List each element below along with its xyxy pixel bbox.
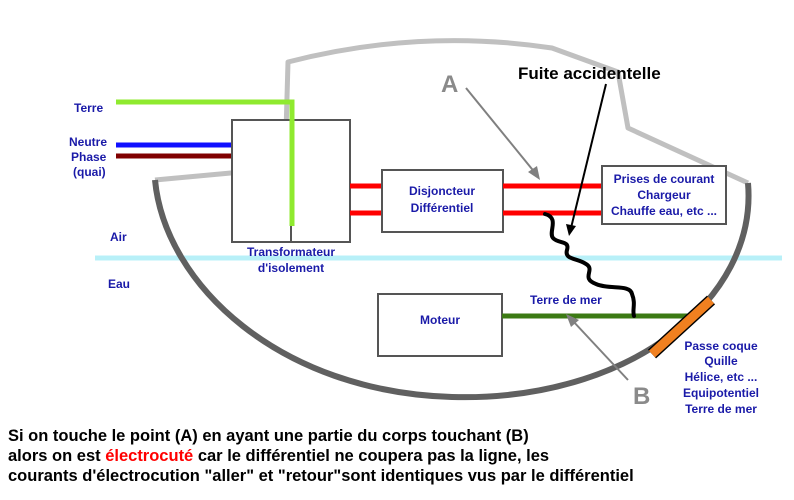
label-disj-2: Différentiel [411, 201, 474, 215]
label-eau: Eau [108, 277, 130, 291]
label-passe-4: Equipotentiel [683, 386, 759, 400]
caption-line-2-end: car le différentiel ne coupera pas la li… [193, 447, 550, 465]
caption-line-2: alors on est électrocuté car le différen… [8, 446, 788, 466]
arrow-fuite [566, 83, 607, 236]
boat-deck-outline [154, 38, 750, 186]
label-passe-3: Hélice, etc ... [685, 370, 758, 384]
label-phase: Phase [71, 150, 107, 164]
caption-line-3: courants d'électrocution "aller" et "ret… [8, 467, 634, 485]
caption-line-1: Si on touche le point (A) en ayant une p… [8, 427, 529, 445]
label-passe-5: Terre de mer [685, 402, 757, 416]
prises-box [601, 165, 727, 225]
label-prises-3: Chauffe eau, etc ... [611, 204, 717, 218]
disjoncteur-box [381, 169, 504, 233]
label-prises-2: Chargeur [637, 188, 691, 202]
label-fuite: Fuite accidentelle [518, 64, 661, 83]
caption-highlight-electrocute: électrocuté [105, 447, 194, 465]
label-terre: Terre [74, 101, 103, 115]
explanation-caption: Si on touche le point (A) en ayant une p… [8, 426, 788, 486]
label-terre-de-mer: Terre de mer [530, 293, 602, 307]
label-disj-1: Disjoncteur [409, 184, 475, 198]
label-quai: (quai) [73, 165, 106, 179]
passe-coque-bar-fill [648, 296, 715, 358]
label-air: Air [110, 230, 127, 244]
label-neutre: Neutre [69, 135, 107, 149]
moteur-box [377, 293, 503, 357]
caption-line-2-start: alors on est [8, 447, 106, 465]
boat-hull [152, 179, 752, 401]
label-prises-1: Prises de courant [614, 172, 715, 186]
label-passe-2: Quille [704, 354, 738, 368]
terre-wire-inner [232, 99, 295, 226]
arrow-a [465, 87, 540, 180]
label-point-b: B [633, 383, 650, 410]
label-passe-1: Passe coque [684, 339, 758, 353]
label-moteur: Moteur [420, 313, 460, 327]
label-transfo-1: Transformateur [247, 245, 335, 259]
arrow-b [566, 314, 629, 381]
fuite-squiggle [543, 212, 636, 318]
label-transfo-2: d'isolement [258, 261, 324, 275]
label-point-a: A [441, 71, 458, 98]
